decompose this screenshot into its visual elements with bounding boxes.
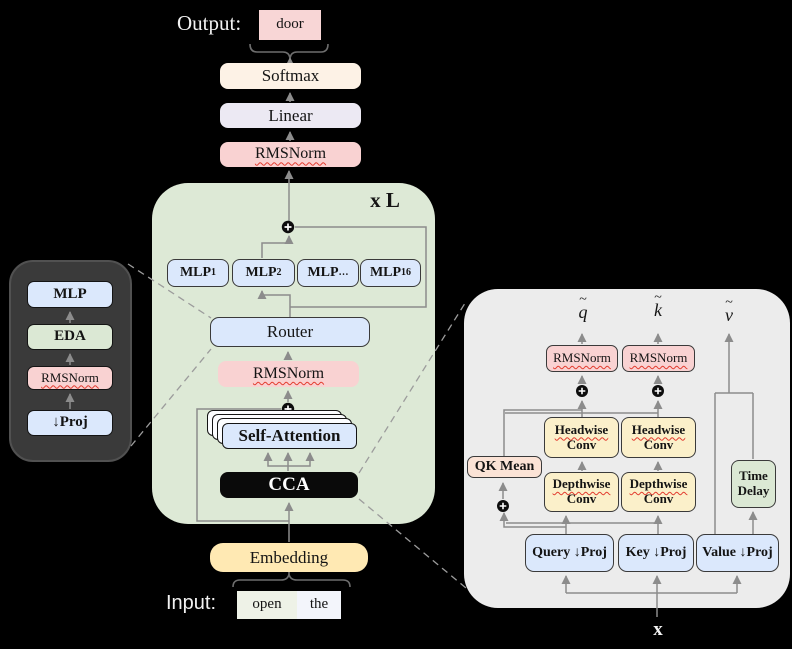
expert-detail-rmsnorm-label: RMSNorm [41,369,99,385]
expert-mlp-ellipsis-box: MLP… [297,259,359,287]
rmsnorm-q-box: RMSNorm [546,345,618,372]
qk-mean-label: QK Mean [474,458,535,474]
sum-node-icon [652,385,664,397]
conv-label: Conv [643,436,674,452]
key-proj-box: Key ↓Proj [618,534,694,572]
expert-label: MLP [245,264,277,280]
cca-input-label: x [653,619,663,640]
output-brace [249,43,329,59]
repeat-count-label: x L [351,188,419,212]
rmsnorm-top-box: RMSNorm [220,142,361,167]
rmsnorm-mid-box: RMSNorm [218,361,359,387]
linear-label: Linear [268,105,313,125]
headwise-label: Headwise [631,421,686,437]
softmax-box: Softmax [220,63,361,89]
expert-detail-mlp-box: MLP [27,281,113,308]
layer-block-panel [152,183,435,524]
expert-detail-proj-label: ↓Proj [52,414,88,431]
tilde-accent: ~ [654,290,662,305]
query-proj-label: Query ↓Proj [532,544,607,560]
input-label: Input: [166,592,217,614]
cca-box: CCA [220,472,358,498]
value-proj-box: Value ↓Proj [696,534,779,572]
rmsnorm-top-label: RMSNorm [254,145,327,163]
rmsnorm-k-box: RMSNorm [622,345,695,372]
expert-label: MLP [179,264,212,280]
input-token-the-box: the [297,591,341,619]
expert-detail-proj-box: ↓Proj [27,410,113,436]
value-proj-label: Value ↓Proj [702,544,773,560]
self-attention-label: Self-Attention [238,426,341,446]
output-label: Output: [177,11,242,35]
expert-label: MLP [307,264,339,280]
input-token: the [309,596,329,613]
qk-mean-box: QK Mean [467,456,542,478]
zoom-connector-dashes [127,263,468,589]
headwise-label: Headwise [554,421,609,437]
key-proj-label: Key ↓Proj [625,544,687,560]
input-brace [232,573,351,588]
output-token: door [276,16,304,33]
headwise-conv-k-box: Headwise Conv [621,417,696,458]
tilde-accent: ~ [579,292,587,307]
k-tilde-output-label: ~ k [647,290,669,321]
router-box: Router [210,317,370,347]
linear-box: Linear [220,103,361,128]
delay-label: Delay [737,483,770,498]
embedding-label: Embedding [249,547,329,567]
conv-label: Conv [566,436,597,452]
v-letter: v [725,305,733,326]
sum-node-icon [576,385,588,397]
depthwise-label: Depthwise [629,476,688,492]
expert-label: MLP [369,264,402,280]
sum-node-icon [497,500,509,512]
conv-label: Conv [566,491,597,506]
cca-label: CCA [268,474,310,496]
rmsnorm-k-label: RMSNorm [629,350,688,366]
softmax-label: Softmax [261,66,320,86]
depthwise-conv-q-box: Depthwise Conv [544,472,619,512]
query-proj-box: Query ↓Proj [525,534,614,572]
sum-node-icon [281,220,295,234]
solid-wires [65,57,758,617]
self-attention-box: Self-Attention [222,423,357,449]
input-token-open-box: open [237,591,297,619]
mlp-residual-wire [290,226,427,308]
q-tilde-output-label: ~ q [572,292,594,323]
depthwise-label: Depthwise [552,476,611,492]
q-letter: q [578,302,588,323]
conv-label: Conv [643,491,674,506]
rmsnorm-mid-label: RMSNorm [252,364,325,382]
depthwise-conv-k-box: Depthwise Conv [621,472,696,512]
rmsnorm-q-label: RMSNorm [553,350,611,366]
expert-detail-rmsnorm-box: RMSNorm [27,366,113,390]
repeat-count-text: x L [370,187,400,212]
v-tilde-output-label: ~ v [718,295,740,326]
time-label: Time [739,468,768,484]
router-label: Router [266,322,314,342]
time-delay-box: Time Delay [731,460,776,508]
input-token: open [252,596,282,613]
attention-residual-wire [196,408,289,522]
embedding-box: Embedding [210,543,368,572]
tilde-accent: ~ [725,295,733,310]
expert-detail-eda-label: EDA [54,328,86,345]
expert-detail-mlp-label: MLP [53,285,87,302]
expert-detail-eda-box: EDA [27,324,113,350]
sum-nodes [281,220,664,512]
k-letter: k [654,300,662,321]
output-token-box: door [259,10,321,40]
headwise-conv-q-box: Headwise Conv [544,417,619,458]
